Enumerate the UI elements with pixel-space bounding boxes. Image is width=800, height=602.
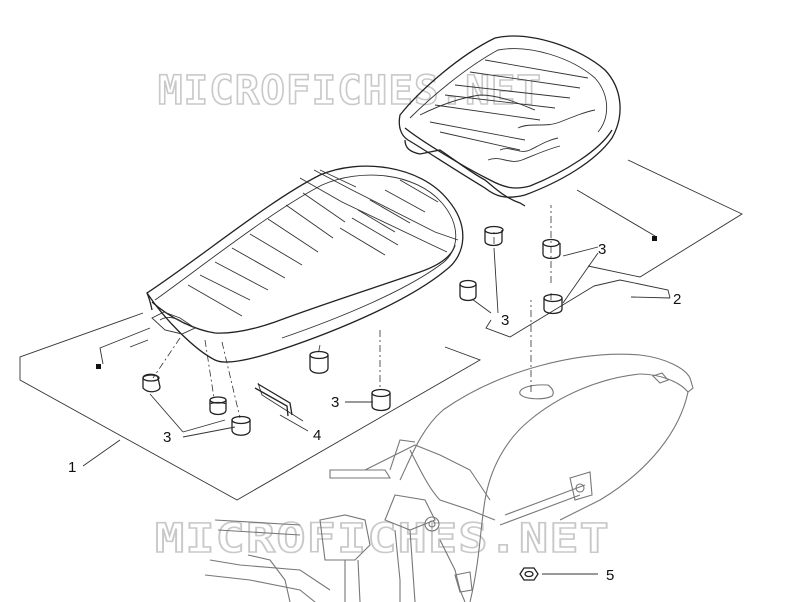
callout-3-rear-left: 3	[501, 312, 509, 329]
rubber-buffer-part-3	[142, 225, 563, 436]
callout-3-left: 3	[163, 429, 171, 446]
kit-2-outline	[485, 159, 743, 338]
rear-frame-fender	[204, 353, 694, 602]
callout-2: 2	[673, 291, 681, 308]
callout-3-center: 3	[331, 394, 339, 411]
rear-seat	[398, 35, 621, 207]
callout-1: 1	[68, 459, 76, 476]
kit-1-outline	[19, 312, 482, 501]
watermark-bottom: MICROFICHES.NET	[155, 516, 610, 562]
leader-lines	[82, 246, 671, 575]
callout-5: 5	[606, 567, 614, 584]
callout-3-rear-right: 3	[598, 241, 606, 258]
callout-4: 4	[313, 427, 321, 444]
assembly-lines	[152, 205, 552, 419]
allen-key-part-4	[254, 383, 293, 417]
watermark-top: MICROFICHES.NET	[158, 68, 542, 114]
front-seat	[146, 165, 464, 363]
nut-part-5	[519, 567, 539, 581]
